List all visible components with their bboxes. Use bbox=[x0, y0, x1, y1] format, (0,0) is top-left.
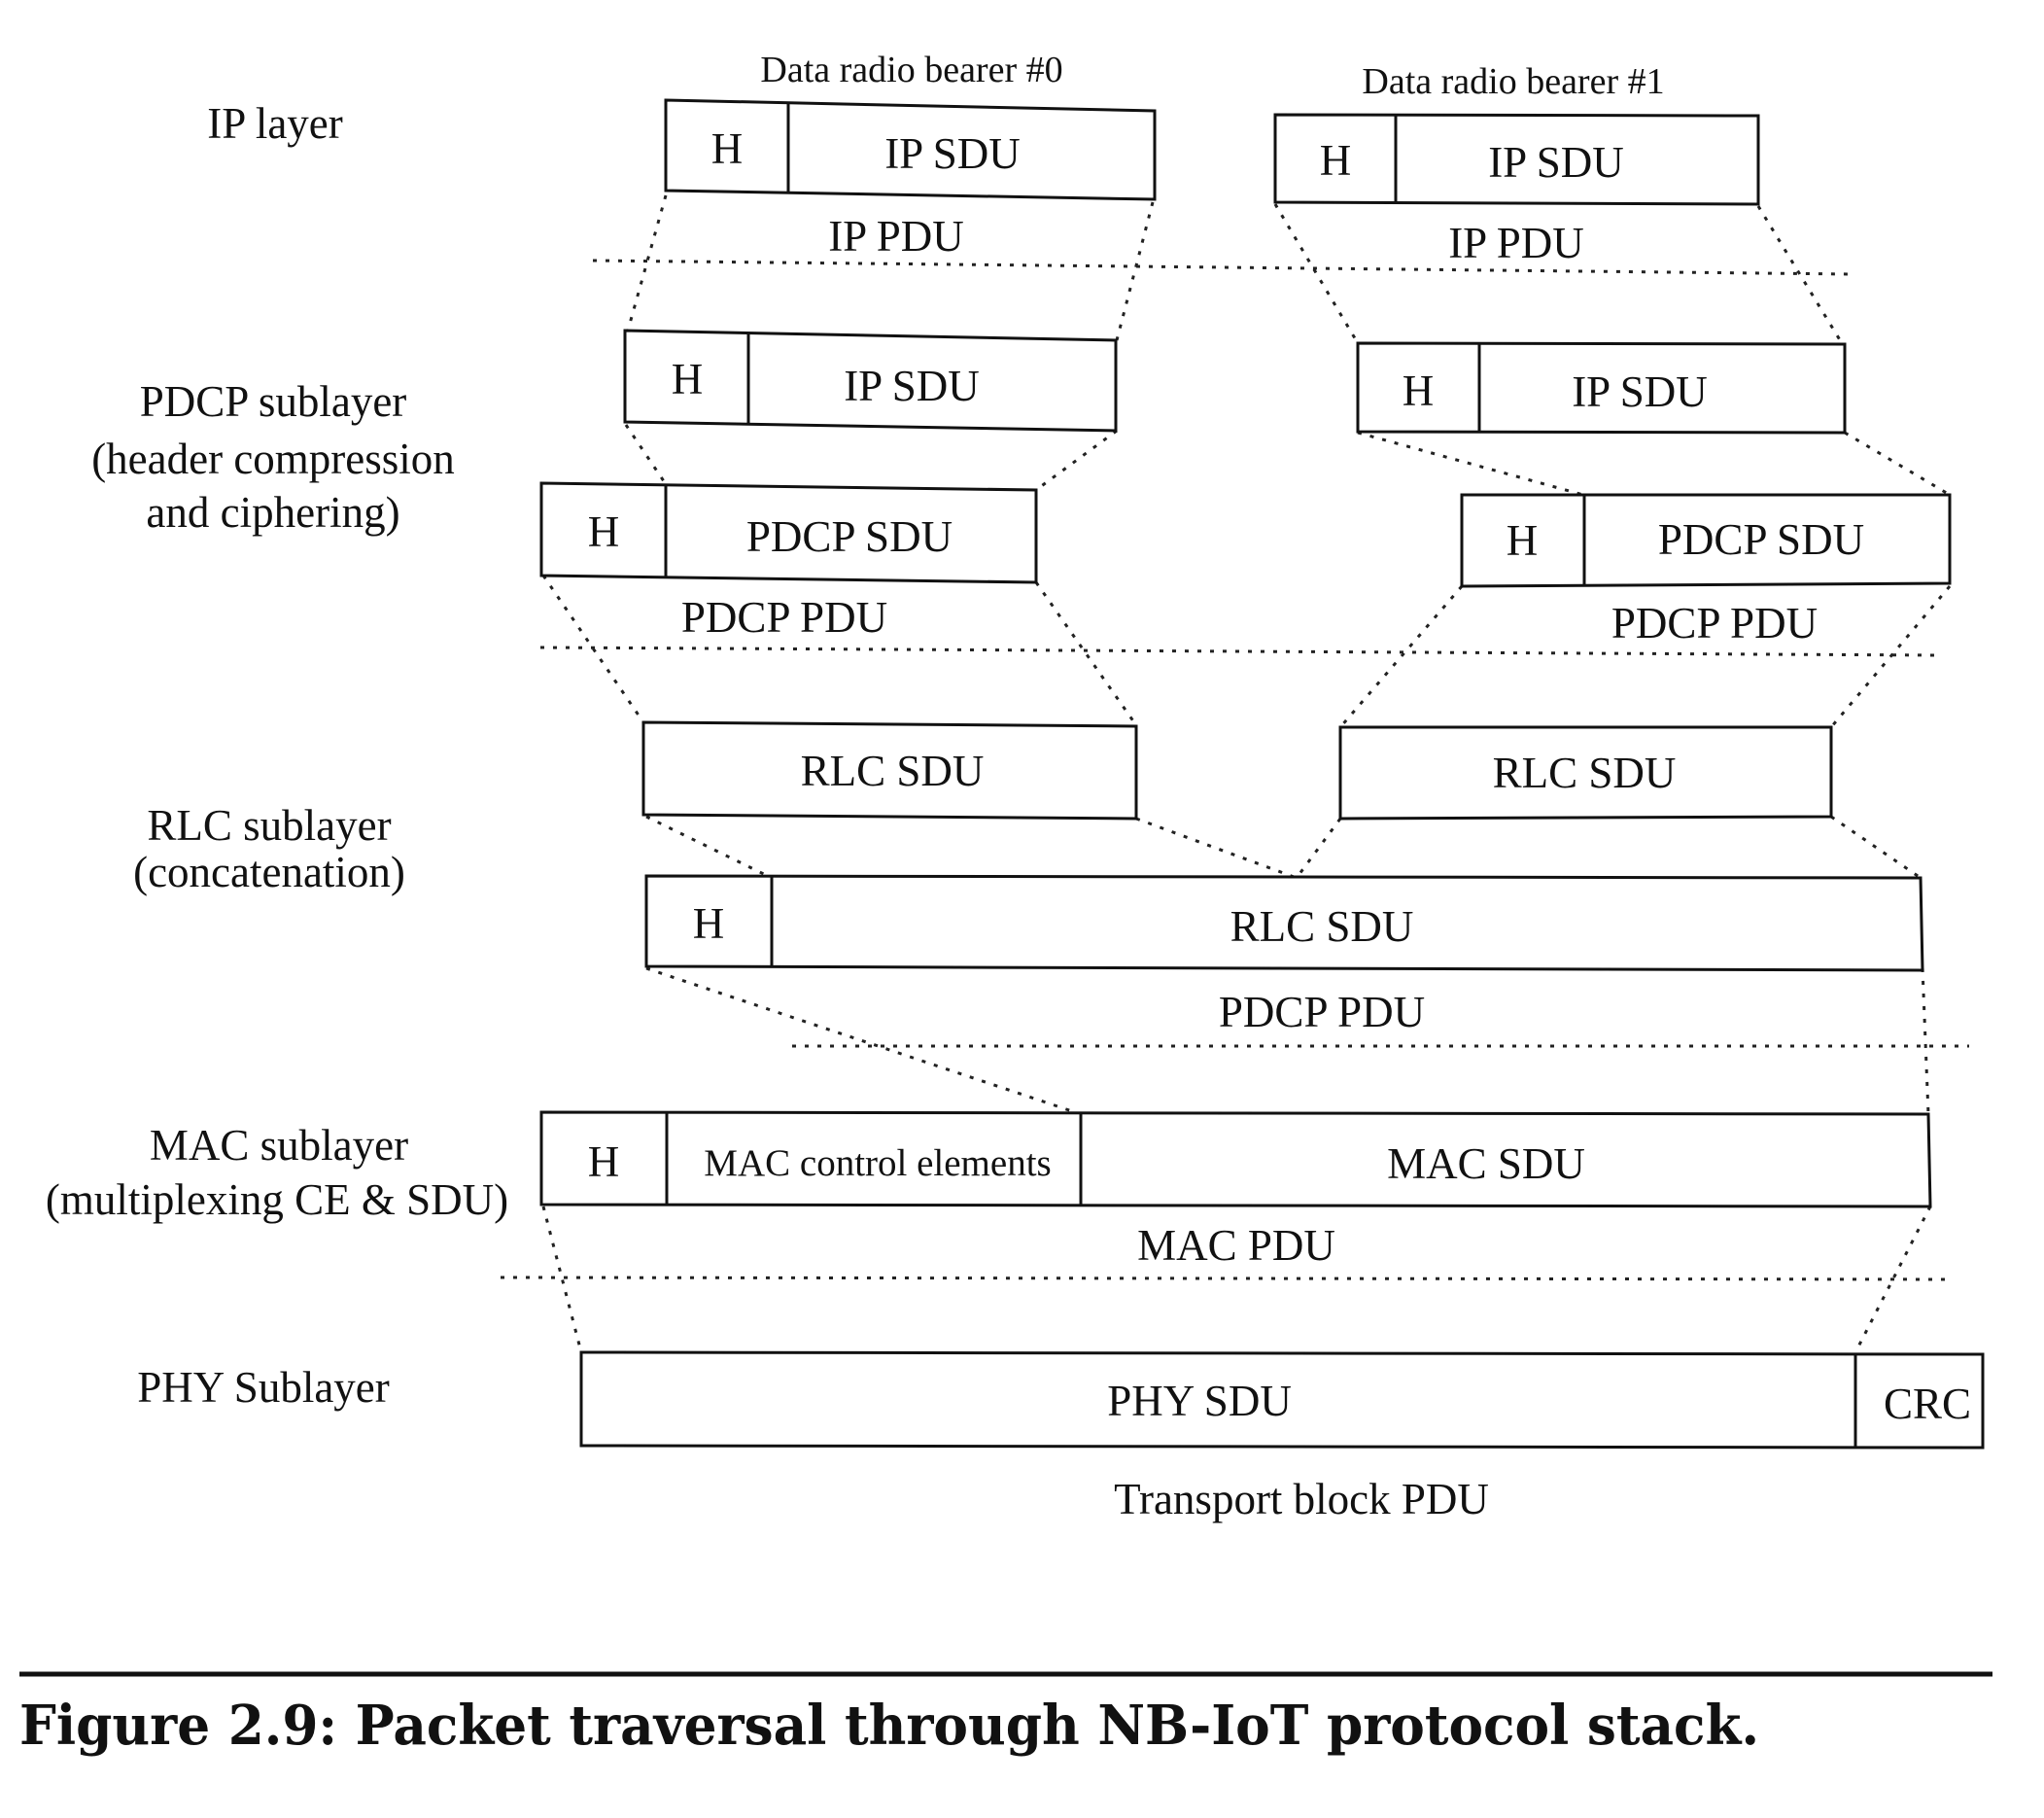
connector bbox=[541, 1206, 583, 1353]
connector bbox=[1273, 203, 1360, 344]
connector bbox=[624, 424, 668, 485]
rlc-sdu-label: RLC SDU bbox=[1230, 902, 1414, 951]
pdcp-input-bearer-0: H IP SDU bbox=[623, 329, 1118, 433]
rlc-sdu-bearer-0: RLC SDU bbox=[641, 720, 1138, 821]
rlc-pdu-caption: PDCP PDU bbox=[1219, 988, 1425, 1036]
pdcp-pdu-label: PDCP PDU bbox=[681, 593, 887, 642]
bearer-1-title: Data radio bearer #1 bbox=[1362, 61, 1664, 102]
ip-sdu-label: IP SDU bbox=[844, 362, 980, 410]
layer-separators bbox=[500, 259, 1969, 1281]
rlc-sdu-label: RLC SDU bbox=[801, 747, 985, 795]
header-label: H bbox=[1403, 367, 1435, 415]
connector bbox=[645, 815, 773, 880]
rlc-pdu: H RLC SDU PDCP PDU bbox=[644, 874, 1924, 1036]
connector bbox=[1844, 431, 1951, 497]
mac-pdu-label: MAC PDU bbox=[1137, 1221, 1335, 1270]
connector bbox=[1338, 585, 1464, 728]
bearer-0-title: Data radio bearer #0 bbox=[760, 50, 1062, 90]
connector-lines bbox=[541, 194, 1952, 1353]
header-label: H bbox=[1320, 136, 1352, 185]
connector bbox=[541, 575, 645, 723]
separator-pdcp-rlc bbox=[539, 646, 1940, 657]
pdcp-input-bearer-1: H IP SDU bbox=[1356, 341, 1847, 435]
connector bbox=[1829, 585, 1952, 728]
mac-layer-desc: (multiplexing CE & SDU) bbox=[46, 1175, 508, 1224]
header-label: H bbox=[588, 507, 620, 556]
header-label: H bbox=[693, 899, 725, 948]
ip-sdu-label: IP SDU bbox=[884, 129, 1021, 178]
pdcp-layer-desc-1: (header compression bbox=[91, 435, 455, 483]
connector bbox=[1115, 201, 1155, 341]
ip-packet-bearer-1: H IP SDU IP PDU bbox=[1273, 113, 1760, 267]
separator-mac-phy bbox=[500, 1276, 1954, 1281]
rlc-pdu-box bbox=[644, 874, 1924, 972]
ip-sdu-label: IP SDU bbox=[1572, 367, 1708, 416]
mac-pdu-box bbox=[539, 1110, 1932, 1208]
pdcp-sdu-label: PDCP SDU bbox=[746, 512, 953, 561]
connector bbox=[645, 966, 1082, 1116]
pdcp-pdu-label: PDCP PDU bbox=[1611, 599, 1818, 647]
transport-block-box bbox=[579, 1350, 1985, 1450]
connector bbox=[1830, 815, 1922, 880]
ip-packet-bearer-0: H IP SDU IP PDU bbox=[664, 98, 1157, 261]
ip-pdu-label: IP PDU bbox=[828, 212, 964, 261]
rlc-sdu-box bbox=[641, 720, 1138, 821]
pdcp-layer-label: PDCP sublayer bbox=[140, 377, 407, 426]
phy-layer-label: PHY Sublayer bbox=[137, 1363, 390, 1412]
connector bbox=[624, 194, 668, 338]
connector bbox=[1034, 581, 1138, 726]
ip-sdu-label: IP SDU bbox=[1488, 138, 1624, 187]
phy-transport-block: PHY SDU CRC Transport block PDU bbox=[579, 1350, 1985, 1523]
mac-control-elements-label: MAC control elements bbox=[704, 1142, 1051, 1184]
phy-sdu-label: PHY SDU bbox=[1107, 1377, 1292, 1425]
crc-label: CRC bbox=[1884, 1380, 1971, 1428]
separator-ip-pdcp bbox=[592, 259, 1853, 276]
connector bbox=[1853, 1206, 1932, 1353]
header-label: H bbox=[588, 1137, 620, 1186]
rlc-sdu-bearer-1: RLC SDU bbox=[1338, 725, 1833, 821]
connector bbox=[1135, 817, 1298, 880]
figure-caption: Figure 2.9: Packet traversal through NB-… bbox=[19, 1694, 1759, 1758]
mac-pdu: H MAC control elements MAC SDU MAC PDU bbox=[539, 1110, 1932, 1270]
rlc-sdu-box bbox=[1338, 725, 1833, 821]
header-label: H bbox=[672, 355, 704, 403]
mac-layer-label: MAC sublayer bbox=[150, 1121, 408, 1170]
pdcp-layer-desc-2: and ciphering) bbox=[146, 488, 399, 537]
transport-block-pdu-label: Transport block PDU bbox=[1114, 1475, 1489, 1523]
rlc-layer-label: RLC sublayer bbox=[147, 801, 391, 850]
pdcp-sdu-label: PDCP SDU bbox=[1658, 515, 1864, 564]
pdcp-packet-bearer-1: H PDCP SDU PDCP PDU bbox=[1460, 493, 1952, 647]
header-label: H bbox=[711, 124, 744, 173]
layer-labels: IP layer PDCP sublayer (header compressi… bbox=[46, 99, 508, 1412]
ip-pdu-label: IP PDU bbox=[1448, 219, 1584, 267]
header-label: H bbox=[1507, 516, 1539, 565]
connector bbox=[1035, 429, 1118, 492]
ip-layer-label: IP layer bbox=[207, 99, 343, 148]
mac-sdu-label: MAC SDU bbox=[1387, 1139, 1585, 1188]
pdcp-packet-bearer-0: H PDCP SDU PDCP PDU bbox=[539, 481, 1038, 642]
rlc-layer-desc: (concatenation) bbox=[133, 848, 405, 896]
connector bbox=[1756, 205, 1844, 344]
connector bbox=[1921, 967, 1930, 1115]
connector bbox=[1357, 431, 1584, 497]
connector bbox=[1295, 818, 1342, 879]
rlc-sdu-label: RLC SDU bbox=[1493, 749, 1677, 797]
